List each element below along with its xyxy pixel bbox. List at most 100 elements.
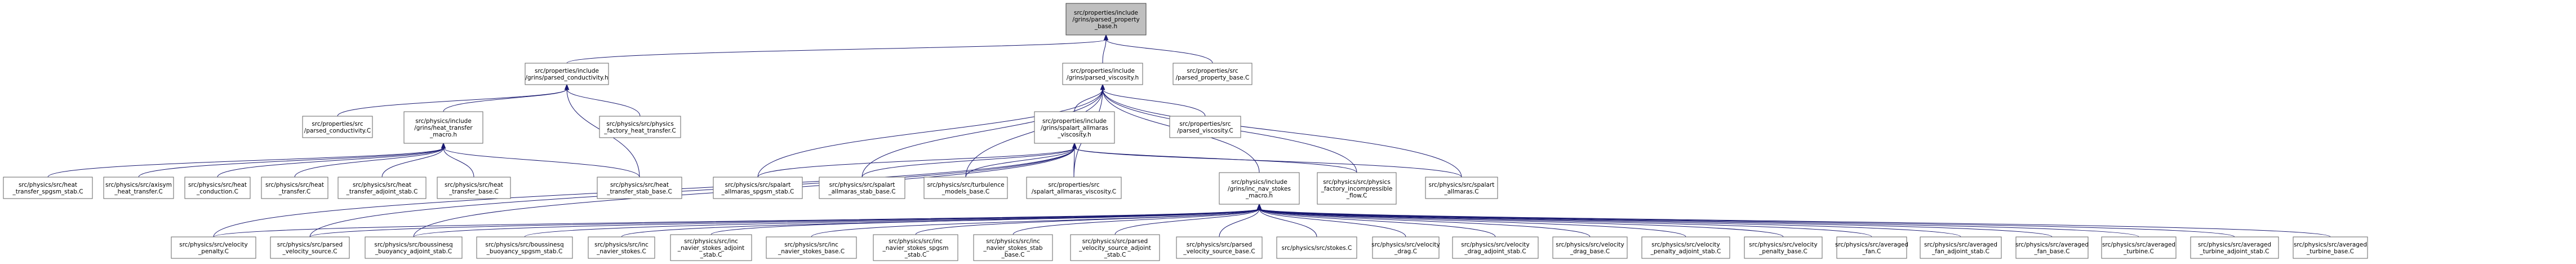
graph-node-box-turb[interactable] — [923, 177, 1008, 199]
graph-node-box-ns_stab[interactable] — [973, 234, 1053, 261]
graph-node-box-ht_h[interactable] — [403, 111, 483, 144]
graph-node-ns_stab[interactable]: src/physics/src/inc_navier_stokes_stab_b… — [973, 234, 1053, 261]
graph-node-box-sa_stab[interactable] — [819, 177, 905, 199]
graph-node-box-fht_C[interactable] — [599, 116, 681, 138]
graph-node-sa_h[interactable]: src/properties/include/grins/spalart_all… — [1034, 111, 1115, 144]
graph-node-box-pv_h[interactable] — [1062, 63, 1143, 85]
graph-node-box-sa_spgsm[interactable] — [713, 177, 803, 199]
graph-node-box-vd_adj[interactable] — [1452, 236, 1539, 259]
graph-node-label-vd_base-line-1: _drag_base.C — [1570, 248, 1610, 255]
graph-node-aht[interactable]: src/physics/src/axisym_heat_transfer.C — [103, 177, 174, 199]
graph-node-ht[interactable]: src/physics/src/heat_transfer.C — [261, 177, 328, 199]
edge-ns-to-ns_h — [621, 208, 1260, 237]
graph-node-hc[interactable]: src/physics/src/heat_conduction.C — [184, 177, 251, 199]
graph-node-box-aht[interactable] — [103, 177, 174, 199]
graph-node-label-ht_adj-line-1: _transfer_adjoint_stab.C — [346, 188, 418, 195]
graph-node-vp[interactable]: src/physics/src/velocity_penalty.C — [171, 236, 256, 259]
graph-node-box-ppb_C[interactable] — [1172, 63, 1253, 85]
graph-node-box-pc_h[interactable] — [525, 63, 609, 85]
graph-node-label-root-line-1: /grins/parsed_property — [1072, 16, 1139, 23]
graph-node-box-at[interactable] — [2101, 236, 2177, 259]
graph-node-ht_stab[interactable]: src/physics/src/heat_transfer_stab_base.… — [597, 177, 682, 199]
graph-node-box-af_base[interactable] — [2015, 236, 2089, 259]
graph-node-box-ht_base[interactable] — [437, 177, 511, 199]
graph-node-box-ns_base[interactable] — [766, 236, 857, 259]
graph-node-box-hc[interactable] — [184, 177, 251, 199]
graph-node-box-bsp[interactable] — [476, 236, 573, 259]
graph-node-box-root[interactable] — [1065, 3, 1147, 36]
graph-node-fip[interactable]: src/physics/src/physics_factory_incompre… — [1317, 172, 1397, 205]
graph-node-ht_base[interactable]: src/physics/src/heat_transfer_base.C — [437, 177, 511, 199]
graph-node-box-sa[interactable] — [1425, 177, 1498, 199]
graph-node-ns_base[interactable]: src/physics/src/inc_navier_stokes_base.C — [766, 236, 857, 259]
graph-node-root[interactable]: src/properties/include/grins/parsed_prop… — [1065, 3, 1147, 36]
graph-node-box-stokes[interactable] — [1276, 236, 1357, 259]
graph-node-box-bab[interactable] — [365, 236, 463, 259]
graph-node-pvs_C[interactable]: src/properties/src/parsed_viscosity.C — [1169, 116, 1241, 138]
graph-node-af_adj[interactable]: src/physics/src/averaged_fan_adjoint_sta… — [1920, 236, 2002, 259]
graph-node-box-pvs_C[interactable] — [1169, 116, 1241, 138]
graph-node-sa_stab[interactable]: src/physics/src/spalart_allmaras_stab_ba… — [819, 177, 905, 199]
graph-node-ns_adj[interactable]: src/physics/src/inc_navier_stokes_adjoin… — [670, 234, 752, 261]
graph-node-pvs_base[interactable]: src/physics/src/parsed_velocity_source_b… — [1176, 236, 1263, 259]
graph-node-stokes[interactable]: src/physics/src/stokes.C — [1276, 236, 1357, 259]
graph-node-box-ns_adj[interactable] — [670, 234, 752, 261]
graph-node-pvsrc[interactable]: src/physics/src/parsed_velocity_source.C — [270, 236, 350, 259]
graph-node-box-ns_spgsm[interactable] — [873, 234, 958, 261]
graph-node-pv_h[interactable]: src/properties/include/grins/parsed_visc… — [1062, 63, 1143, 85]
graph-node-box-af_adj[interactable] — [1920, 236, 2002, 259]
edge-at_base-to-ns_h — [1259, 208, 2331, 237]
graph-node-box-ht_spgsm[interactable] — [3, 177, 93, 199]
graph-node-fht_C[interactable]: src/physics/src/physics_factory_heat_tra… — [599, 116, 681, 138]
graph-node-vp_adj[interactable]: src/physics/src/velocity_penalty_adjoint… — [1641, 236, 1730, 259]
graph-node-ns_h[interactable]: src/physics/include/grins/inc_nav_stokes… — [1219, 172, 1300, 205]
graph-node-box-vp[interactable] — [171, 236, 256, 259]
graph-node-box-ht_stab[interactable] — [597, 177, 682, 199]
graph-node-box-fip[interactable] — [1317, 172, 1397, 205]
graph-node-ns[interactable]: src/physics/src/inc_navier_stokes.C — [588, 236, 655, 259]
graph-node-pc_C[interactable]: src/properties/src/parsed_conductivity.C — [302, 116, 373, 138]
graph-node-box-pvsrc[interactable] — [270, 236, 350, 259]
graph-node-vd[interactable]: src/physics/src/velocity_drag.C — [1371, 236, 1440, 259]
graph-node-box-ns[interactable] — [588, 236, 655, 259]
graph-node-box-vp_base[interactable] — [1744, 236, 1823, 259]
graph-node-ns_spgsm[interactable]: src/physics/src/inc_navier_stokes_spgsm_… — [873, 234, 958, 261]
graph-node-box-pc_C[interactable] — [302, 116, 373, 138]
graph-node-box-ht[interactable] — [261, 177, 328, 199]
graph-node-box-pvs_base[interactable] — [1176, 236, 1263, 259]
graph-node-af_base[interactable]: src/physics/src/averaged_fan_base.C — [2015, 236, 2089, 259]
graph-node-vp_base[interactable]: src/physics/src/velocity_penalty_base.C — [1744, 236, 1823, 259]
edge-pvs_base-to-ns_h — [1219, 208, 1260, 237]
graph-node-pvs_adj[interactable]: src/physics/src/parsed_velocity_source_a… — [1070, 234, 1160, 261]
graph-node-sa[interactable]: src/physics/src/spalart_allmaras.C — [1425, 177, 1498, 199]
graph-node-turb[interactable]: src/physics/src/turbulence_models_base.C — [923, 177, 1008, 199]
graph-node-pc_h[interactable]: src/properties/include/grins/parsed_cond… — [525, 63, 609, 85]
graph-node-box-vp_adj[interactable] — [1641, 236, 1730, 259]
edge-arrowhead-at_base-to-ns_h — [1256, 203, 1262, 210]
graph-node-ht_spgsm[interactable]: src/physics/src/heat_transfer_spgsm_stab… — [3, 177, 93, 199]
graph-node-ppb_C[interactable]: src/properties/src/parsed_property_base.… — [1172, 63, 1253, 85]
graph-node-box-pvs_adj[interactable] — [1070, 234, 1160, 261]
graph-node-box-af[interactable] — [1836, 236, 1907, 259]
graph-node-at_base[interactable]: src/physics/src/averaged_turbine_base.C — [2293, 236, 2368, 259]
graph-node-vd_adj[interactable]: src/physics/src/velocity_drag_adjoint_st… — [1452, 236, 1539, 259]
graph-node-sav_C[interactable]: src/properties/src/spalart_allmaras_visc… — [1026, 177, 1122, 199]
graph-node-ht_adj[interactable]: src/physics/src/heat_transfer_adjoint_st… — [337, 177, 427, 199]
graph-node-at[interactable]: src/physics/src/averaged_turbine.C — [2101, 236, 2177, 259]
graph-node-box-sav_C[interactable] — [1026, 177, 1122, 199]
graph-node-box-vd_base[interactable] — [1552, 236, 1628, 259]
graph-node-af[interactable]: src/physics/src/averaged_fan.C — [1835, 236, 1908, 259]
graph-node-box-at_adj[interactable] — [2190, 236, 2279, 259]
graph-node-box-sa_h[interactable] — [1034, 111, 1115, 144]
graph-node-box-vd[interactable] — [1372, 236, 1440, 259]
graph-node-sa_spgsm[interactable]: src/physics/src/spalart_allmaras_spgsm_s… — [713, 177, 803, 199]
graph-node-box-ns_h[interactable] — [1219, 172, 1300, 205]
graph-node-label-hc-line-1: _conduction.C — [196, 188, 238, 195]
graph-node-vd_base[interactable]: src/physics/src/velocity_drag_base.C — [1552, 236, 1628, 259]
graph-node-box-at_base[interactable] — [2293, 236, 2368, 259]
graph-node-at_adj[interactable]: src/physics/src/averaged_turbine_adjoint… — [2190, 236, 2279, 259]
graph-node-ht_h[interactable]: src/physics/include/grins/heat_transfer_… — [403, 111, 483, 144]
graph-node-box-ht_adj[interactable] — [337, 177, 427, 199]
graph-node-bab[interactable]: src/physics/src/boussinesq_buoyancy_adjo… — [365, 236, 463, 259]
graph-node-bsp[interactable]: src/physics/src/boussinesq_buoyancy_spgs… — [476, 236, 573, 259]
